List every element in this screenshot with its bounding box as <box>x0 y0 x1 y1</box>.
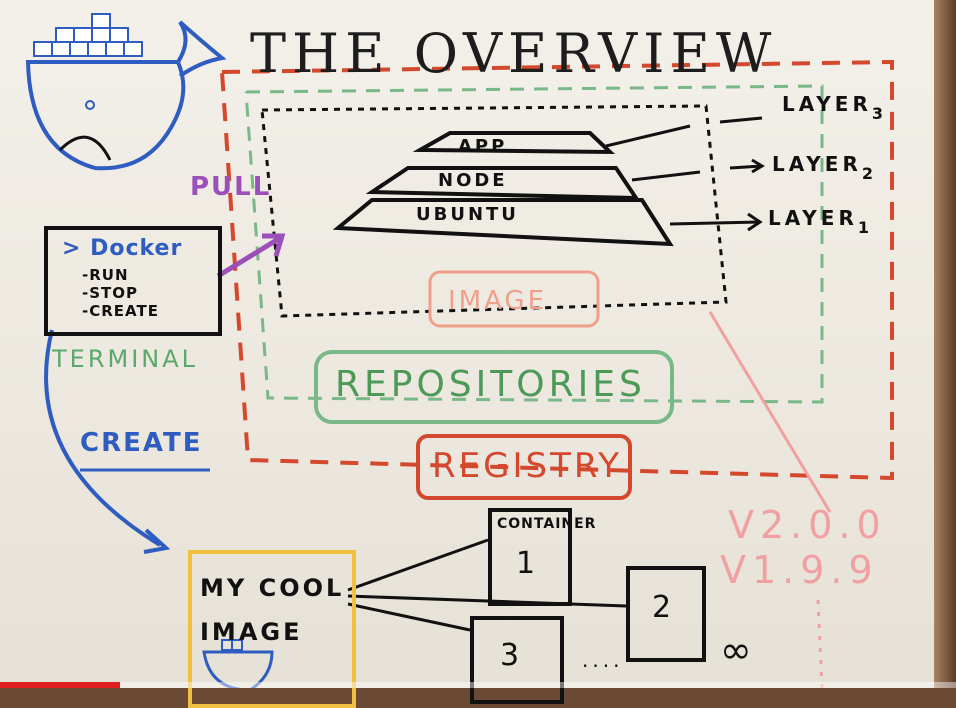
terminal-box <box>44 226 222 336</box>
container-box <box>488 508 572 606</box>
version-label: V1.9.9 <box>720 548 879 592</box>
stack-layer-ubuntu: UBUNTU <box>416 204 519 225</box>
container-number: 1 <box>516 546 536 581</box>
whiteboard-drawing <box>25 13 894 688</box>
container-box <box>626 566 706 662</box>
terminal-command: -RUN <box>82 266 129 284</box>
terminal-command: -CREATE <box>82 302 159 320</box>
layer-label: LAYER3 <box>782 92 883 123</box>
docker-whale-icon <box>25 13 227 171</box>
layer-label: LAYER1 <box>768 206 869 237</box>
image-label: IMAGE <box>448 286 548 316</box>
terminal-label: TERMINAL <box>52 345 199 373</box>
container-number: 3 <box>500 638 520 673</box>
version-label: V2.0.0 <box>728 503 887 547</box>
video-progress-fill <box>0 682 120 688</box>
registry-label: REGISTRY <box>432 446 623 486</box>
board-frame <box>934 0 956 688</box>
page-title: THE OVERVIEW <box>250 22 778 85</box>
infinity-symbol: ∞ <box>720 628 752 672</box>
terminal-command: -STOP <box>82 284 139 302</box>
repositories-label: REPOSITORIES <box>335 364 646 405</box>
pull-label: PULL <box>190 172 272 202</box>
video-progress-track[interactable] <box>0 682 956 688</box>
container-label: CONTAINER <box>497 516 597 532</box>
my-image-label: MY COOL IMAGE <box>200 574 345 646</box>
small-docker-whale-icon <box>202 639 274 688</box>
terminal-title: > Docker <box>62 236 183 261</box>
stack-layer-node: NODE <box>438 170 508 191</box>
layer-label: LAYER2 <box>772 152 873 183</box>
stack-layer-app: APP <box>458 136 508 157</box>
more-containers-dots: .... <box>582 648 624 672</box>
create-label: CREATE <box>80 428 203 458</box>
terminal-content: > Docker -RUN -STOP -CREATE <box>48 230 218 332</box>
container-number: 2 <box>652 590 672 625</box>
